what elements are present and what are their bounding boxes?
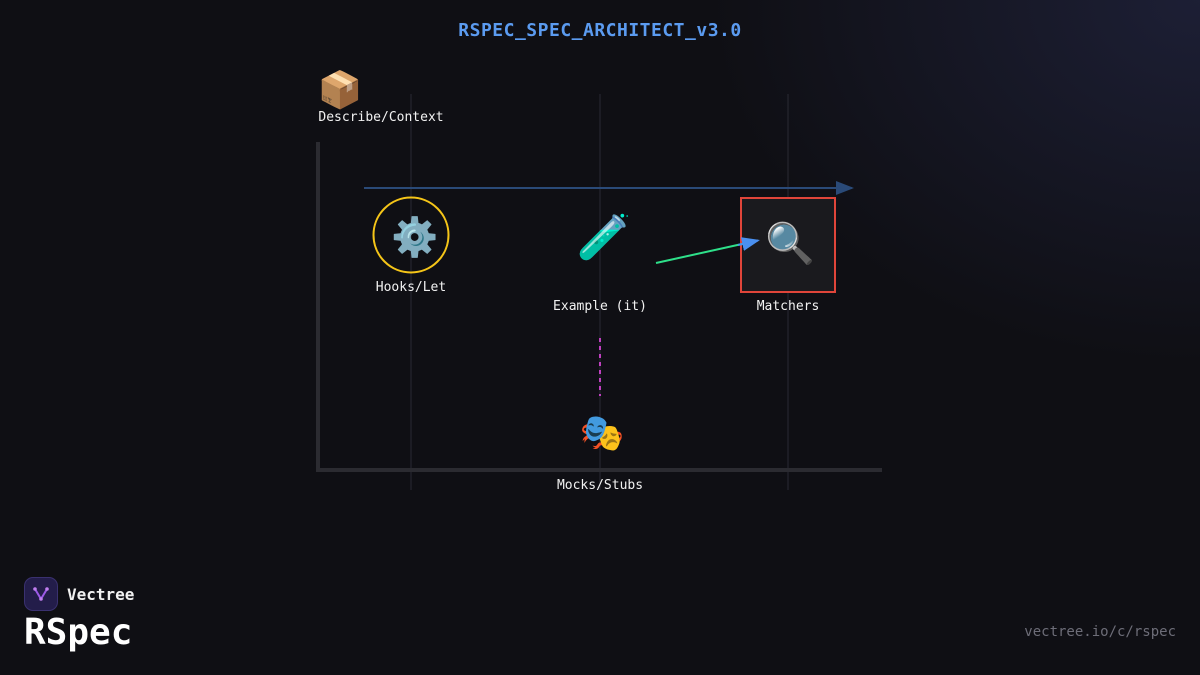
example-to-matchers-arrow (655, 243, 743, 264)
test-tube-icon: 🧪 (576, 212, 632, 263)
page-title: RSPEC_SPEC_ARCHITECT_v3.0 (458, 20, 742, 41)
matchers-label: Matchers (756, 299, 820, 314)
vectree-logo-icon (24, 577, 58, 611)
theater-masks-icon: 🎭 (579, 413, 625, 454)
example-label: Example (it) (553, 299, 647, 314)
magnifier-icon: 🔍 (765, 221, 815, 267)
brand-name: Vectree (67, 584, 135, 604)
gear-icon: ⚙️ (391, 215, 439, 259)
hooks-label: Hooks/Let (375, 280, 447, 295)
course-title: RSpec (24, 612, 133, 653)
describe-label: Describe/Context (318, 110, 444, 125)
example-to-matchers-arrowhead (737, 237, 760, 251)
hooks-ring (372, 196, 450, 274)
package-icon: 📦 (317, 70, 363, 111)
describe-bracket (316, 142, 882, 472)
brand: Vectree (24, 577, 134, 611)
mocks-label: Mocks/Stubs (556, 478, 644, 493)
course-url[interactable]: vectree.io/c/rspec (1024, 624, 1176, 640)
